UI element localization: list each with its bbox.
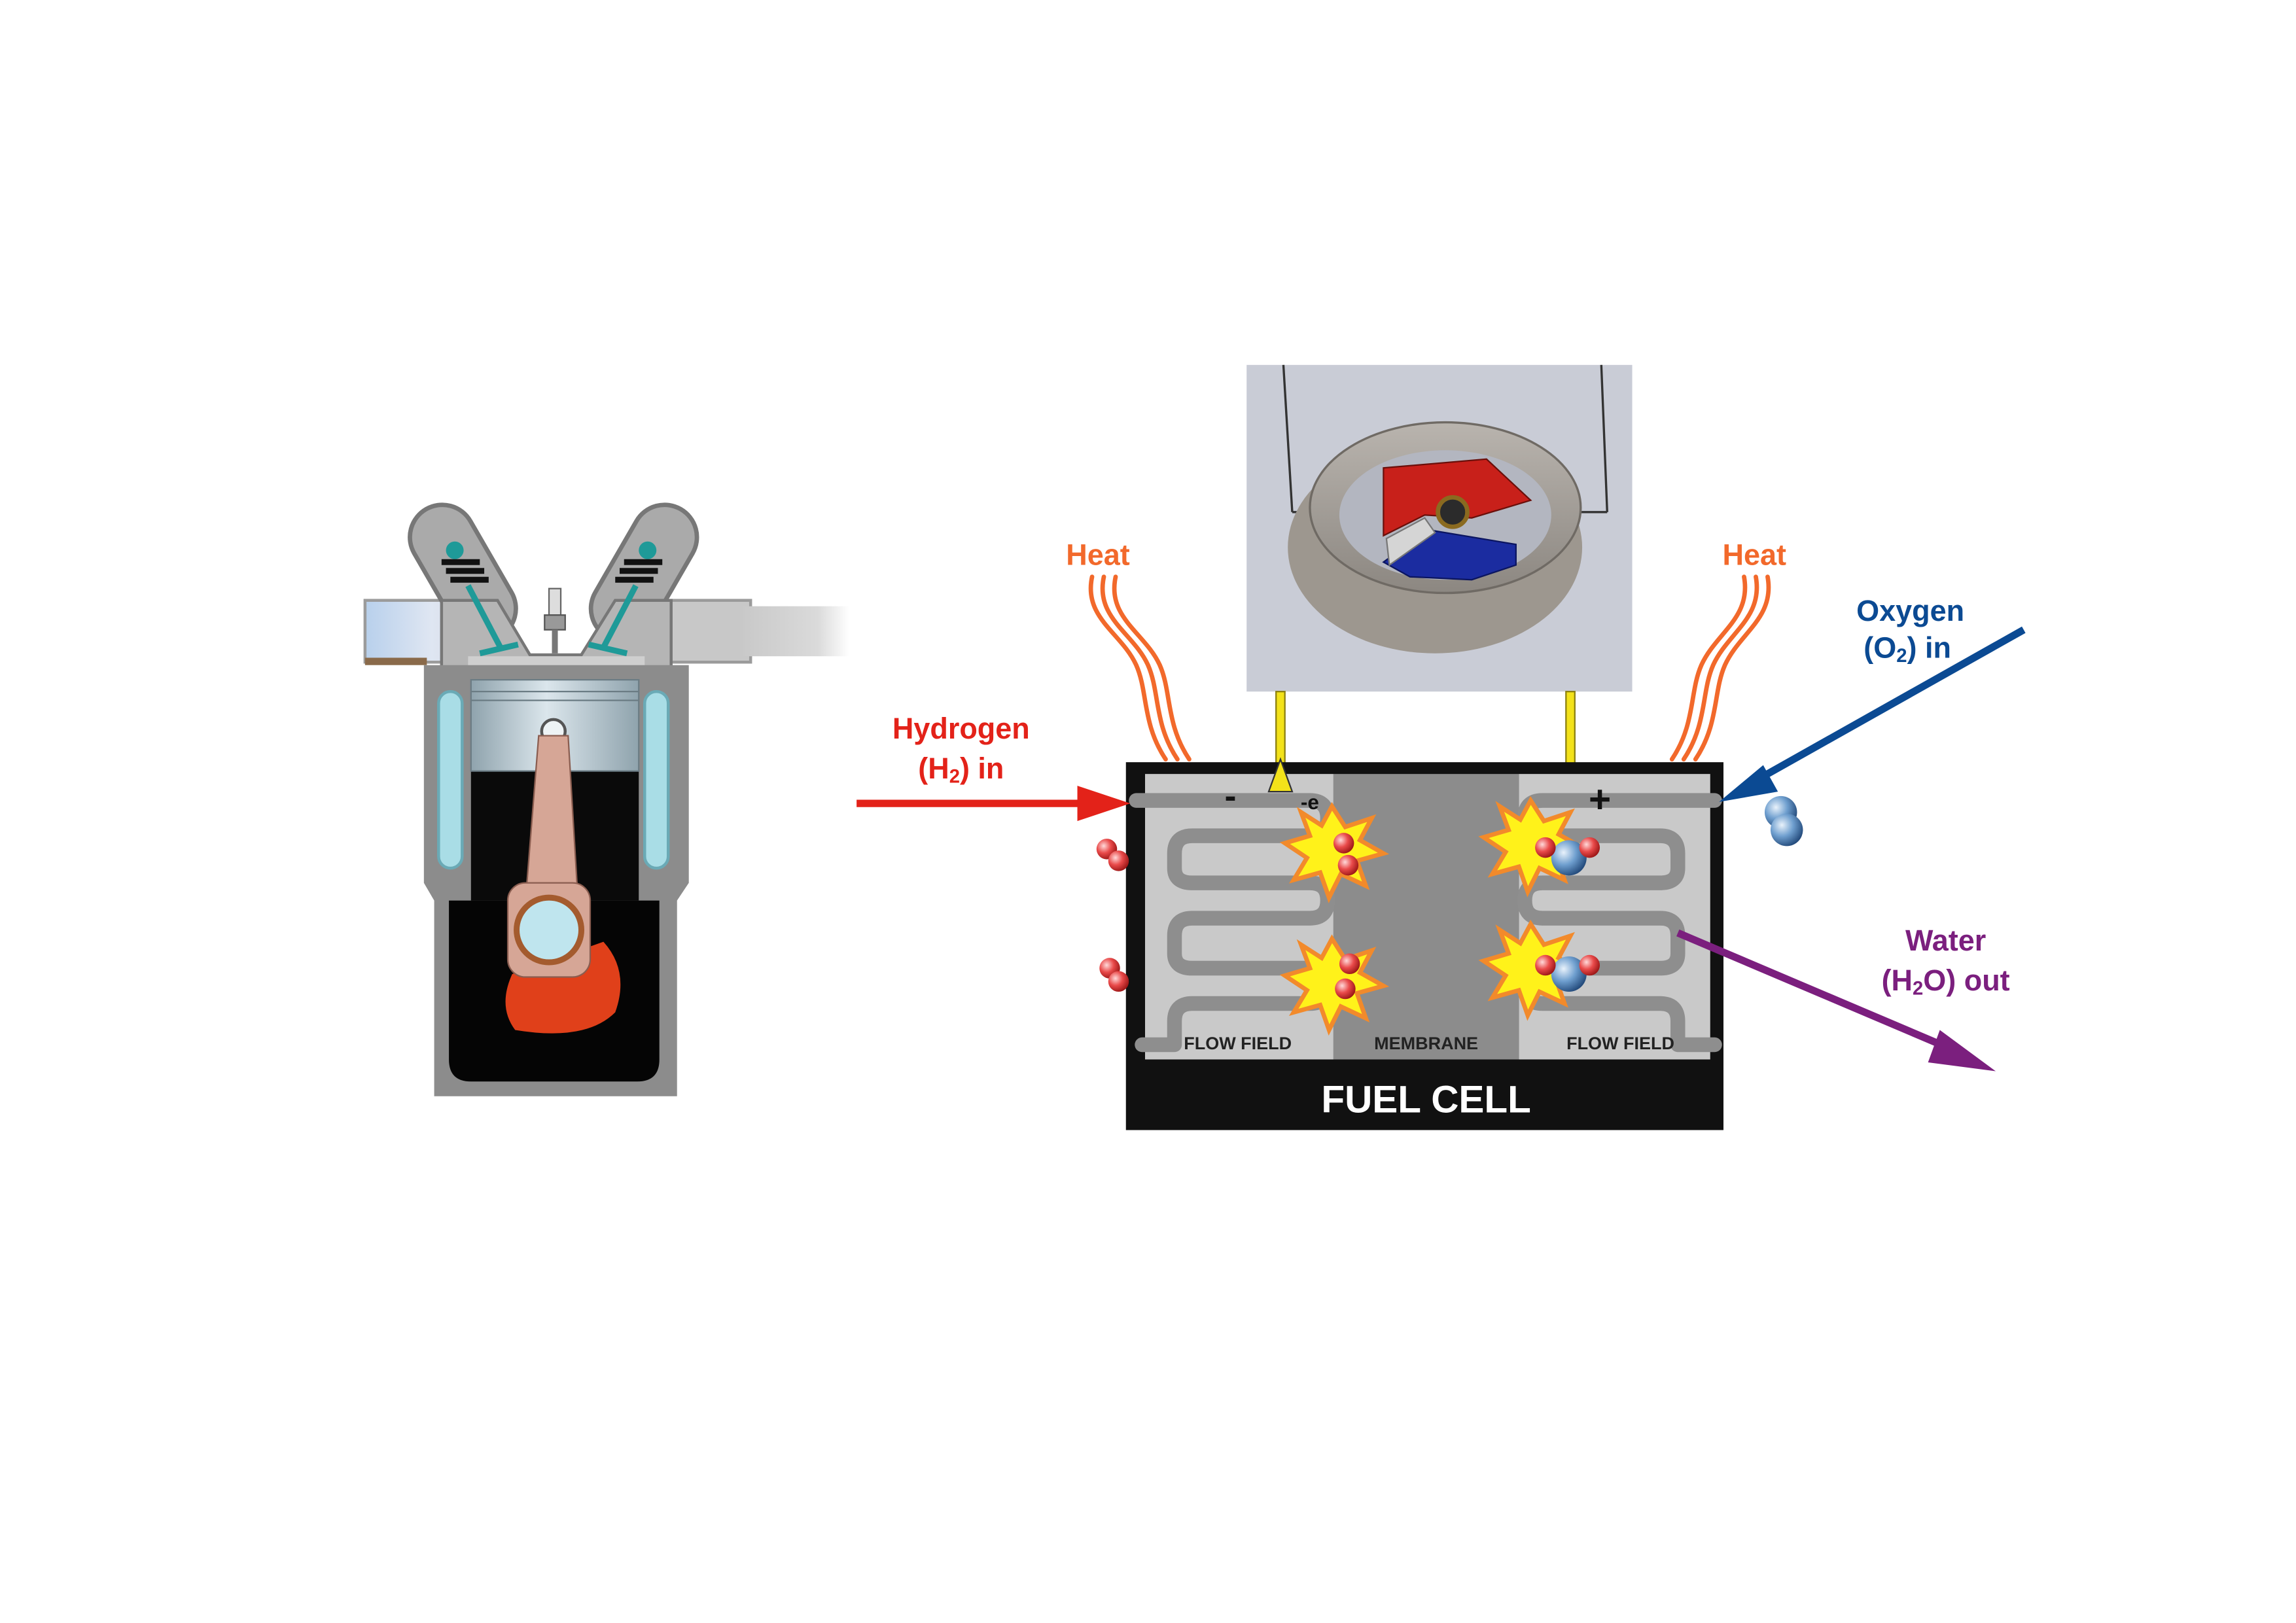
- hydrogen-label-line2: (H2) in: [918, 752, 1004, 788]
- engine-cylinder-illustration: [363, 502, 849, 1096]
- oxygen-inlet-arrow: [1719, 626, 2026, 802]
- exhaust-valve: [588, 541, 663, 657]
- fan-illustration: [1246, 364, 1633, 692]
- oxygen-label-line1: Oxygen: [1856, 594, 1964, 627]
- water-molecule: [1535, 954, 1600, 992]
- heat-waves-left: [1088, 574, 1192, 762]
- anode-minus-sign: -: [1224, 777, 1236, 816]
- hydrogen-atom-pair: [1335, 953, 1360, 1000]
- water-label-pre: (H: [1882, 964, 1913, 997]
- water-outlet-arrow: [1676, 929, 1996, 1072]
- electron-label: -e: [1301, 790, 1319, 814]
- heat-waves-right: [1669, 574, 1771, 762]
- flow-field-left-label: FLOW FIELD: [1184, 1034, 1292, 1053]
- reaction-burst-anode-top: [1279, 801, 1390, 903]
- hydrogen-inlet-arrow: [857, 786, 1131, 822]
- hydrogen-label-line1: Hydrogen: [892, 712, 1030, 745]
- hydrogen-label-sub: 2: [949, 767, 960, 788]
- intake-bar: [364, 657, 427, 665]
- membrane-label: MEMBRANE: [1374, 1034, 1478, 1053]
- exhaust-plume: [743, 606, 849, 657]
- coolant-jacket-left: [437, 689, 464, 870]
- oxygen-label-pre: (O: [1863, 631, 1896, 664]
- reaction-burst-cathode-bottom: [1478, 919, 1588, 1021]
- hydrogen-label-post: ) in: [960, 752, 1004, 785]
- fan-hub: [1436, 495, 1470, 529]
- negative-terminal-marker: [1267, 757, 1294, 793]
- oxygen-molecule: [1764, 795, 1803, 846]
- heat-label-left: Heat: [1066, 538, 1129, 572]
- hydrogen-atom-pair: [1333, 833, 1359, 876]
- flow-field-right-label: FLOW FIELD: [1566, 1034, 1674, 1053]
- water-molecule: [1535, 837, 1600, 876]
- water-label-line2: (H2O) out: [1882, 964, 2010, 1000]
- water-label-post: O) out: [1923, 964, 2009, 997]
- cathode-plus-sign: +: [1589, 778, 1611, 821]
- hydrogen-molecule: [1099, 958, 1129, 992]
- coolant-jacket-right: [643, 689, 670, 870]
- oxygen-label-line2: (O2) in: [1863, 631, 1951, 667]
- crank-journal: [514, 894, 585, 966]
- intake-valve: [441, 541, 519, 657]
- fuel-cell-title: FUEL CELL: [1321, 1078, 1531, 1121]
- fuel-cell-illustration: - -e + FLOW FIELD MEMBRANE FLOW FIELD FU…: [1096, 691, 1803, 1130]
- water-label-line1: Water: [1905, 924, 1986, 957]
- water-label-sub: 2: [1913, 979, 1923, 1000]
- hydrogen-label-pre: (H: [918, 752, 949, 785]
- crank-counterweight: [505, 941, 621, 1034]
- hydrogen-molecule: [1096, 839, 1129, 871]
- heat-label-right: Heat: [1722, 538, 1786, 572]
- oxygen-label-post: ) in: [1907, 631, 1951, 664]
- wire-negative: [1275, 691, 1286, 766]
- fan-blade-gray: [1385, 517, 1436, 567]
- spark-plug: [544, 587, 566, 654]
- oxygen-label-sub: 2: [1896, 646, 1907, 667]
